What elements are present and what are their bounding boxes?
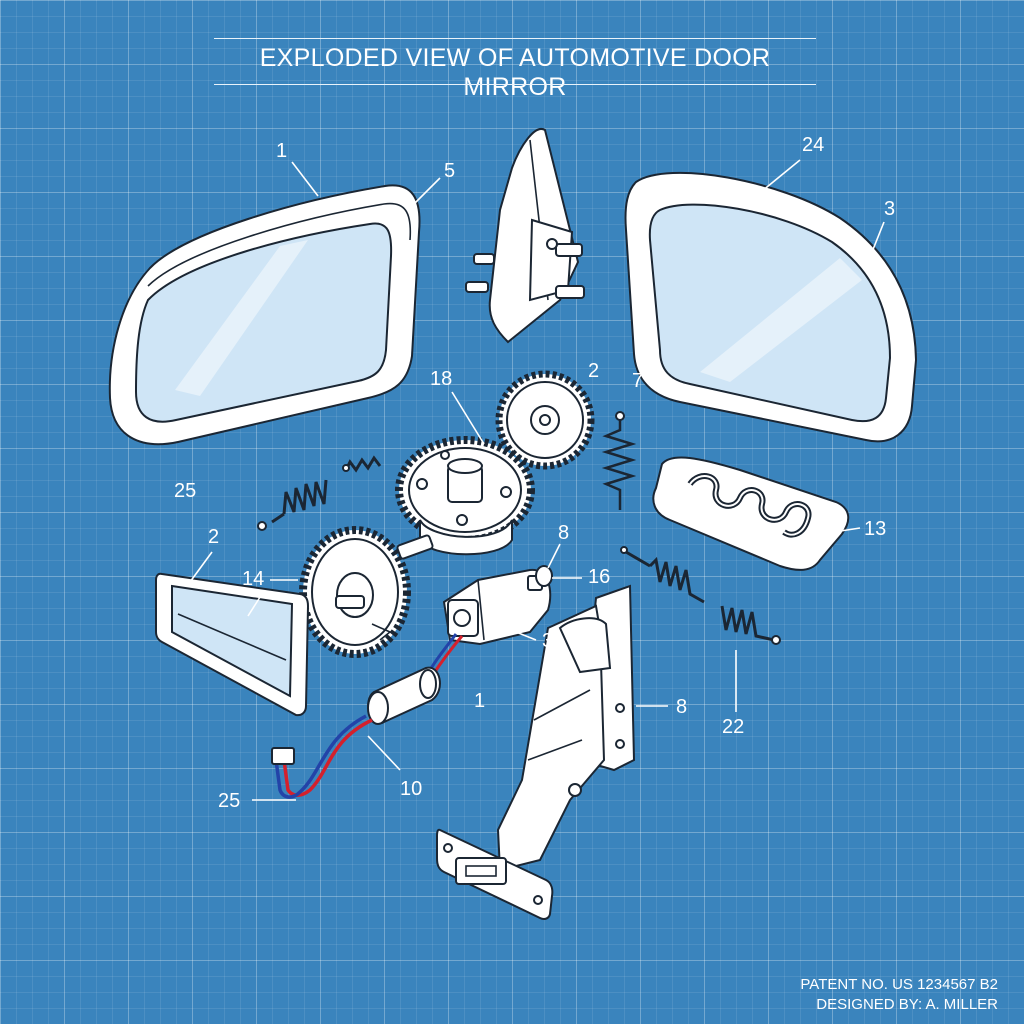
title-rule-bottom xyxy=(214,84,816,85)
diagram-title: EXPLODED VIEW OF AUTOMOTIVE DOOR MIRROR xyxy=(259,44,771,101)
spring-right xyxy=(620,546,705,604)
wire-connector xyxy=(271,747,295,765)
right-mirror-glass xyxy=(648,203,892,423)
callout-16: 16 xyxy=(588,566,611,588)
right-mirror-housing xyxy=(624,171,918,443)
spring-7 xyxy=(601,411,637,510)
title-rule-top xyxy=(214,38,816,39)
heater-pad xyxy=(652,456,850,571)
callout-24: 24 xyxy=(802,134,825,156)
callout-2-left: 2 xyxy=(208,526,220,548)
spring-left-small xyxy=(342,455,382,473)
mirror-motor xyxy=(442,565,553,646)
spring-22 xyxy=(720,605,781,645)
callout-18: 18 xyxy=(430,368,453,390)
callout-1-mid: 1 xyxy=(474,690,486,712)
callout-8-mid: 8 xyxy=(558,522,570,544)
callout-3-mid: 3 xyxy=(542,630,554,652)
upper-gear xyxy=(495,370,595,470)
left-mirror-glass xyxy=(134,222,393,423)
callout-2-mid: 2 xyxy=(588,360,600,382)
spring-left xyxy=(257,479,328,531)
mounting-base xyxy=(436,584,636,920)
designer-credit: DESIGNED BY: A. MILLER xyxy=(816,996,998,1013)
callout-10: 10 xyxy=(400,778,423,800)
left-mirror-housing xyxy=(108,184,421,446)
callout-8-right: 8 xyxy=(676,696,688,718)
glass-plate xyxy=(155,572,310,717)
mounting-bracket xyxy=(465,128,585,344)
callout-1-top: 1 xyxy=(276,140,288,162)
actuator-cylinder xyxy=(367,666,441,725)
leader-lines xyxy=(189,159,885,801)
callout-13: 13 xyxy=(864,518,887,540)
callout-25-left: 25 xyxy=(174,480,197,502)
callout-22: 22 xyxy=(722,716,745,738)
patent-number: PATENT NO. US 1234567 B2 xyxy=(800,976,998,993)
central-gear xyxy=(395,436,535,556)
callout-3-top: 3 xyxy=(884,198,896,220)
callout-25-bottom: 25 xyxy=(218,790,241,812)
left-gear xyxy=(299,526,411,658)
callout-5: 5 xyxy=(444,160,456,182)
callout-14: 14 xyxy=(242,568,265,590)
callout-7: 7 xyxy=(632,370,644,392)
